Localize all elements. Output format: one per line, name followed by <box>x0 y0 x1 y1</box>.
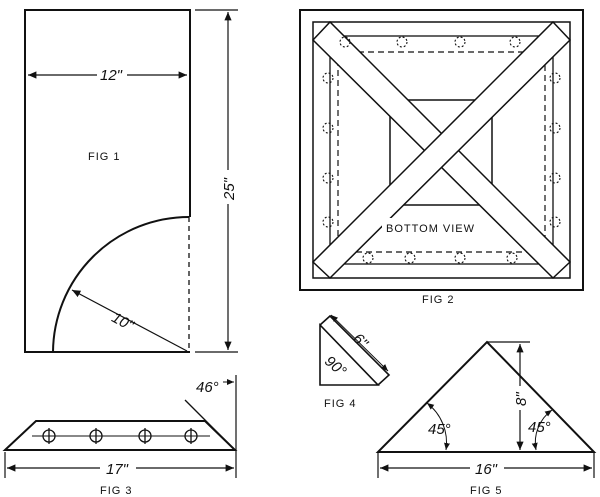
fig1-caption: FIG 1 <box>88 151 121 163</box>
figure-2 <box>299 9 584 291</box>
fig1-height-label: 25" <box>221 177 238 201</box>
fig5-caption: FIG 5 <box>470 485 503 497</box>
figure-4 <box>319 314 391 386</box>
fig4-angle-label: 90° <box>321 353 349 381</box>
fig1-width-label: 12" <box>100 67 123 84</box>
bottom-view-label: BOTTOM VIEW <box>386 223 475 235</box>
fig3-angle-label: 46° <box>196 379 219 396</box>
fig4-caption: FIG 4 <box>324 398 357 410</box>
fig2-caption: FIG 2 <box>422 294 455 306</box>
fig1-radius-label: 10" <box>109 309 137 335</box>
fig5-height-label: 8" <box>513 392 530 406</box>
fig3-length-label: 17" <box>106 461 129 478</box>
figure-3 <box>2 375 238 478</box>
fig5-right-angle-label: 45° <box>528 419 551 436</box>
fig5-left-angle-label: 45° <box>428 421 451 438</box>
fig5-base-label: 16" <box>475 461 498 478</box>
fig4-length-label: 6" <box>349 330 371 352</box>
fig3-caption: FIG 3 <box>100 485 133 497</box>
figure-5 <box>375 340 597 478</box>
